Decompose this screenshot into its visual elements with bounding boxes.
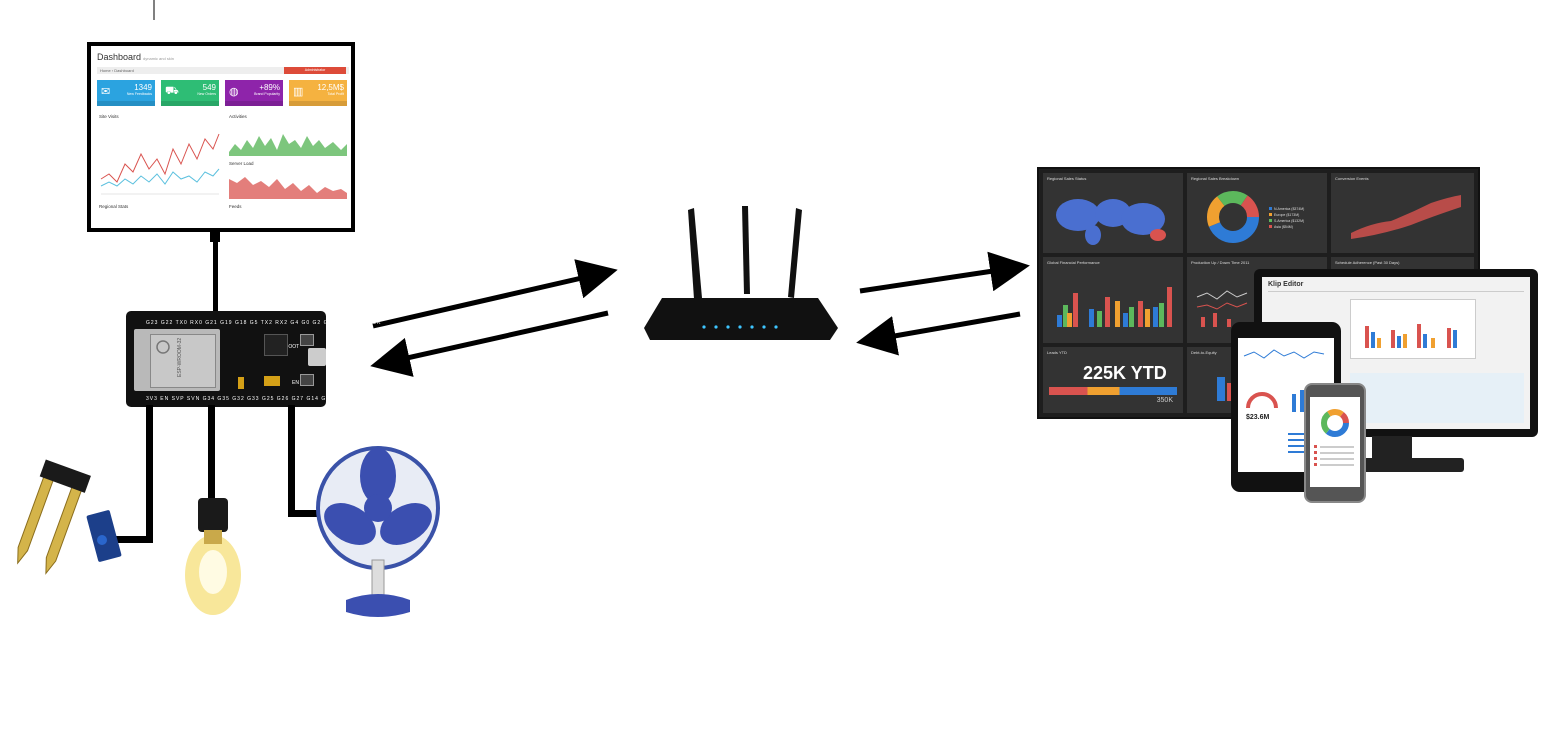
kpi-value: 1349 [134,83,152,92]
bar-chart-icon: ▥ [293,86,304,98]
kpi-value: +89% [259,83,280,92]
leads-value: 225K YTD [1083,363,1167,383]
arrow-board-to-router [372,259,618,329]
bottom-pin-labels: 3V3 EN SVP SVN G34 G35 G32 G33 G25 G26 G… [146,396,423,402]
kpi-orders: ⛟ 549 New Orders [161,80,219,106]
editor-title: Klip Editor [1268,281,1304,288]
tile-leads-ytd: Leads YTD 225K YTD 350K [1043,347,1183,413]
capacitor [238,377,244,389]
kpi-label: New Feedbacks [126,92,152,96]
panel-title: Site Visits [99,114,119,119]
top-pin-labels: G23 G22 TX0 RX0 G21 G19 G18 G5 TX2 RX2 G… [146,320,382,326]
en-label: EN [292,380,299,386]
editor-chart-preview [1350,299,1476,359]
tile-regional-sales-status: Regional Sales Status [1043,173,1183,253]
kpi-value: 12,5M$ [317,83,344,92]
legend-item: Europe ($173M) [1274,213,1299,217]
usb-chip [264,334,288,356]
panel-title: Server Load [229,161,254,166]
wire-monitor-board [213,230,218,314]
wire-board-sensor [146,405,153,543]
leads-progress-bar [1049,387,1177,395]
alert-badge: Administrator [284,67,346,74]
monitor-base [1334,458,1464,472]
kpi-label: Total Profit [327,92,344,96]
cart-icon: ⛟ [165,85,179,97]
arrow-dashboard-to-router [856,311,1021,356]
en-button[interactable] [300,374,314,386]
module-shield: ESP-WROOM-32 [150,334,216,388]
panel-title: Feeds [229,204,242,209]
kpi-popularity: ◍ +89% Brand Popularity [225,80,283,106]
desktop-monitor: Klip Editor [1254,269,1538,437]
wire-board-fan [288,405,295,515]
kpi-label: Brand Popularity [254,92,280,96]
kpi-value: 549 [202,83,216,92]
smartphone-device [1304,383,1366,503]
wire-board-bulb [208,405,215,505]
globe-icon: ◍ [229,86,239,98]
breadcrumb: Home › Dashboard [97,67,349,74]
legend-item: Asia ($54M) [1274,225,1293,229]
kpi-label: New Orders [197,92,216,96]
dashboard-mini-charts [100,133,347,199]
arrow-router-to-board [370,310,609,377]
kpi-feedbacks: ✉ 1349 New Feedbacks [97,80,155,106]
chat-icon: ✉ [101,86,111,98]
kpi-profit: ▥ 12,5M$ Total Profit [289,80,347,106]
editor-properties [1350,373,1524,423]
svg-text:ESP-WROOM-32: ESP-WROOM-32 [177,338,183,377]
usb-port [308,348,326,366]
arrow-router-to-dashboard [859,251,1030,294]
legend-item: S.America ($132M) [1274,219,1304,223]
panel-title: Activities [229,114,247,119]
boot-button[interactable] [300,334,314,346]
tile-regional-sales-breakdown: Regional Sales Breakdown N.America ($374… [1187,173,1327,253]
tile-global-financial-performance: Global Financial Performance [1043,257,1183,343]
tablet-value: $23.6M [1246,414,1270,421]
monitor-stand [1372,436,1412,458]
legend-item: N.America ($374M) [1274,207,1304,211]
panel-title: Regional Stats [99,204,129,209]
regulator [264,376,280,386]
wire-sensor-horizontal [112,536,152,543]
boot-label: BOOT [285,344,300,350]
leads-target: 350K [1156,397,1173,404]
tile-conversion-events: Conversion Events [1331,173,1474,253]
wire-fan-horizontal [288,510,328,517]
